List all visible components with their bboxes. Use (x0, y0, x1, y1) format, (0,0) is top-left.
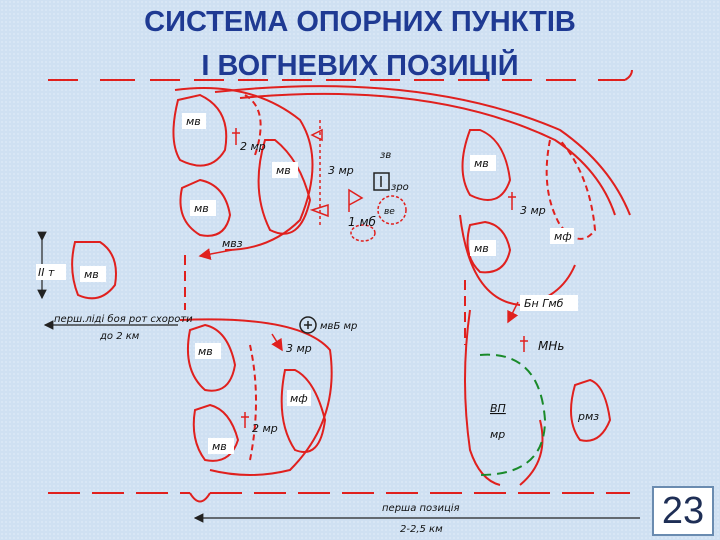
label-to-2km: до 2 км (99, 331, 140, 342)
label-mnb: МНь (538, 339, 564, 353)
label-1mb: 1 мб (348, 215, 377, 229)
front-line-top (48, 69, 633, 81)
label-mvz: мвз (222, 237, 243, 250)
label-ii-t: ІІ т (38, 266, 55, 279)
label-mp-r: мр (490, 428, 505, 441)
label-pmz: рмз (577, 410, 599, 423)
label-mp3a: 3 мр (328, 164, 354, 177)
label-first-position: перша позиція (382, 502, 460, 514)
label-zro: зро (391, 182, 409, 193)
label-mv4: мв (474, 242, 489, 255)
label-mv8: мв (212, 440, 227, 453)
firing-position-arc (479, 353, 547, 476)
label-mv6: мв (84, 268, 99, 281)
label-distance: 2-2,5 км (400, 524, 443, 535)
label-mv1: мв (186, 115, 201, 128)
platoon-area-top-left (172, 87, 314, 251)
platoon-area-bottom-right (464, 309, 612, 486)
label-backgrounds (36, 113, 578, 454)
title-line-2: І ВОГНЕВИХ ПОЗИЦІЙ (201, 50, 519, 82)
label-vp: ВП (490, 402, 506, 415)
front-line-bottom (48, 492, 630, 503)
arrows (37, 231, 640, 523)
left-mid-positions (71, 241, 466, 345)
label-bng: Бн Гмб (524, 297, 564, 310)
command-post-markers (232, 120, 528, 428)
label-mp2b: 2 мр (252, 422, 278, 435)
label-mp2: 2 мр (240, 140, 266, 153)
title-line-1: СИСТЕМА ОПОРНИХ ПУНКТІВ (144, 6, 576, 38)
label-mp3b: 3 мр (520, 204, 546, 217)
black-symbols (299, 172, 390, 334)
label-enemy-from: перш.ліді боя рот схороти (54, 313, 193, 325)
label-mf2: мф (290, 392, 308, 405)
platoon-area-bottom-left (179, 318, 333, 476)
label-mf1: мф (554, 230, 572, 243)
slide-number: 23 (652, 486, 714, 536)
label-mv-center: мвБ мр (320, 321, 357, 332)
platoon-area-top-right (214, 85, 631, 307)
label-mp3c: 3 мр (286, 342, 312, 355)
label-mv2: мв (276, 164, 291, 177)
label-mv7: мв (198, 345, 213, 358)
diagram-labels: мв 2 мр мв 3 мр зв зро мв 1 мб ве мв 3 м… (38, 115, 599, 535)
label-mv-right: мв (474, 157, 489, 170)
label-zv: зв (380, 150, 391, 161)
label-mv3: мв (194, 202, 209, 215)
label-we: ве (384, 207, 395, 217)
